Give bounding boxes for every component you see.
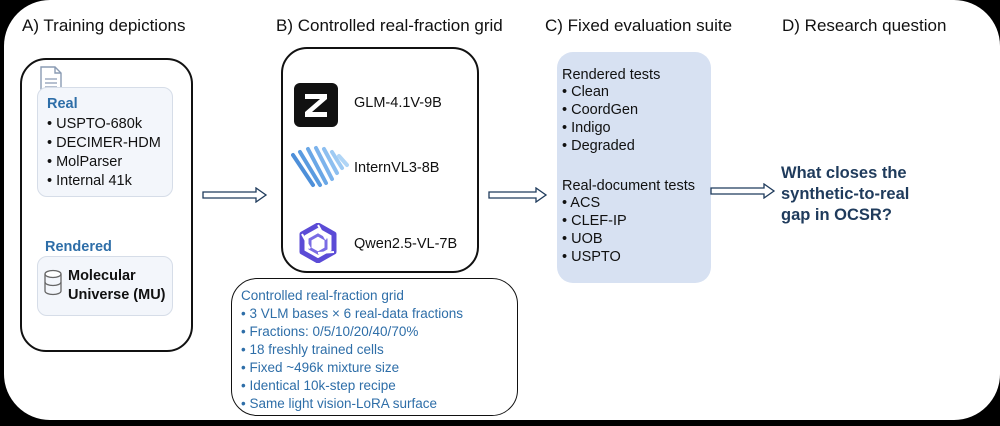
model-name: GLM-4.1V-9B xyxy=(354,95,442,111)
grid-details-box: Controlled real-fraction grid • 3 VLM ba… xyxy=(231,278,518,416)
real-test-item: • ACS xyxy=(562,195,601,211)
arrow-b-to-c xyxy=(488,187,548,203)
mu-line1: Molecular xyxy=(68,268,136,284)
grid-item: • Identical 10k-step recipe xyxy=(241,378,396,393)
question-line1: What closes the xyxy=(781,164,907,182)
real-test-item: • USPTO xyxy=(562,249,621,265)
real-item: • DECIMER-HDM xyxy=(47,135,161,151)
rendered-test-item: • Indigo xyxy=(562,120,611,136)
models-box: GLM-4.1V-9B InternVL3-8B Q xyxy=(281,47,479,273)
real-item: • MolParser xyxy=(47,154,123,170)
rendered-test-item: • Degraded xyxy=(562,138,635,154)
real-item: • USPTO-680k xyxy=(47,116,143,132)
real-test-item: • UOB xyxy=(562,231,603,247)
rendered-test-item: • Clean xyxy=(562,84,609,100)
rendered-label: Rendered xyxy=(45,239,112,255)
model-name: Qwen2.5-VL-7B xyxy=(354,236,458,252)
database-icon xyxy=(43,269,63,302)
molecular-universe-panel: Molecular Universe (MU) xyxy=(37,256,173,316)
real-test-item: • CLEF-IP xyxy=(562,213,627,229)
grid-item: • 3 VLM bases × 6 real-data fractions xyxy=(241,306,463,321)
arrow-c-to-d xyxy=(710,183,776,199)
arrow-a-to-b xyxy=(202,187,268,203)
training-box: Real • USPTO-680k • DECIMER-HDM • MolPar… xyxy=(20,58,193,352)
research-question: What closes the synthetic-to-real gap in… xyxy=(781,163,909,226)
grid-item: • Fractions: 0/5/10/20/40/70% xyxy=(241,324,419,339)
real-datasets-panel: Real • USPTO-680k • DECIMER-HDM • MolPar… xyxy=(37,87,173,197)
rendered-tests-title: Rendered tests xyxy=(562,67,661,83)
qwen-hexagon-logo xyxy=(298,222,338,268)
column-d-title: D) Research question xyxy=(782,16,947,35)
internvl-wing-logo xyxy=(291,145,351,196)
question-line2: synthetic-to-real xyxy=(781,185,910,203)
model-name: InternVL3-8B xyxy=(354,160,440,176)
real-item: • Internal 41k xyxy=(47,173,132,189)
question-line3: gap in OCSR? xyxy=(781,206,892,224)
real-label: Real xyxy=(47,96,78,112)
diagram-canvas: A) Training depictions B) Controlled rea… xyxy=(4,0,1000,420)
grid-item: • Fixed ~496k mixture size xyxy=(241,360,400,375)
zhipu-z-logo xyxy=(294,83,338,132)
mu-line2: Universe (MU) xyxy=(68,287,166,303)
column-a-title: A) Training depictions xyxy=(22,16,186,35)
grid-item: • 18 freshly trained cells xyxy=(241,342,384,357)
column-b-title: B) Controlled real-fraction grid xyxy=(276,16,503,35)
rendered-test-item: • CoordGen xyxy=(562,102,639,118)
real-document-tests-title: Real-document tests xyxy=(562,178,695,194)
evaluation-suite-panel: Rendered tests • Clean • CoordGen • Indi… xyxy=(557,52,711,283)
grid-title: Controlled real-fraction grid xyxy=(241,288,404,303)
column-c-title: C) Fixed evaluation suite xyxy=(545,16,733,35)
grid-item: • Same light vision-LoRA surface xyxy=(241,396,438,411)
